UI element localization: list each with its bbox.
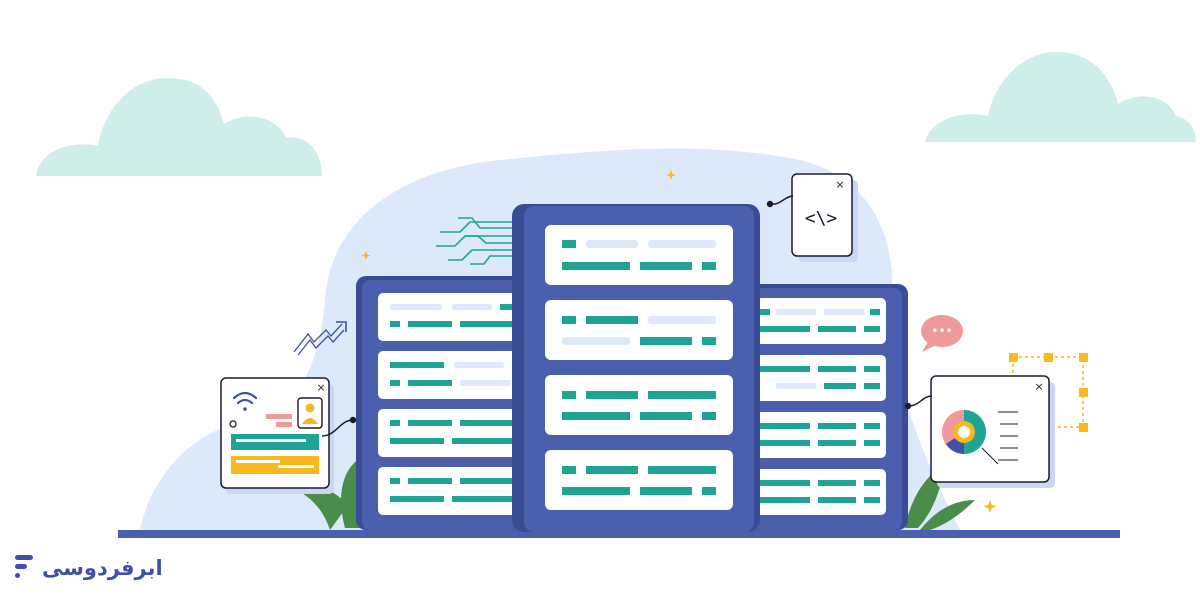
server-slot bbox=[545, 225, 733, 285]
cloud-left bbox=[36, 78, 322, 176]
server-slot bbox=[752, 469, 886, 515]
server-slot bbox=[752, 355, 886, 401]
brand-logo[interactable]: ابرفردوسی bbox=[12, 546, 172, 590]
code-window: × <\> bbox=[766, 173, 858, 262]
sparkle-icon bbox=[361, 170, 997, 513]
server-right bbox=[740, 284, 908, 530]
server-slot bbox=[378, 351, 518, 399]
server-slot bbox=[378, 409, 518, 457]
user-icon bbox=[297, 397, 323, 429]
speech-bubble-icon: ••• bbox=[921, 315, 963, 352]
server-left bbox=[356, 276, 534, 530]
server-slot bbox=[378, 467, 518, 515]
server-slot bbox=[752, 412, 886, 458]
data-flow-lines bbox=[436, 217, 515, 265]
donut-chart-icon bbox=[942, 410, 986, 454]
server-slot bbox=[752, 298, 886, 344]
svg-text:•••: ••• bbox=[931, 324, 952, 338]
server-slot bbox=[378, 293, 518, 341]
cloud-right bbox=[925, 51, 1196, 142]
wifi-icon bbox=[232, 391, 258, 411]
profile-window: × bbox=[220, 377, 357, 494]
chart-window: × bbox=[904, 375, 1055, 488]
close-icon: × bbox=[316, 381, 325, 394]
trend-arrow-icon bbox=[293, 321, 347, 356]
brand-mark-icon bbox=[15, 555, 33, 578]
server-slot bbox=[545, 300, 733, 360]
code-icon: <\> bbox=[805, 208, 838, 229]
close-icon: × bbox=[1034, 380, 1043, 393]
close-icon: × bbox=[835, 178, 844, 191]
server-center bbox=[512, 204, 760, 532]
ground-line bbox=[118, 530, 1120, 538]
brand-name: ابرفردوسی bbox=[42, 555, 163, 580]
server-slot bbox=[545, 375, 733, 435]
server-slot bbox=[545, 450, 733, 510]
